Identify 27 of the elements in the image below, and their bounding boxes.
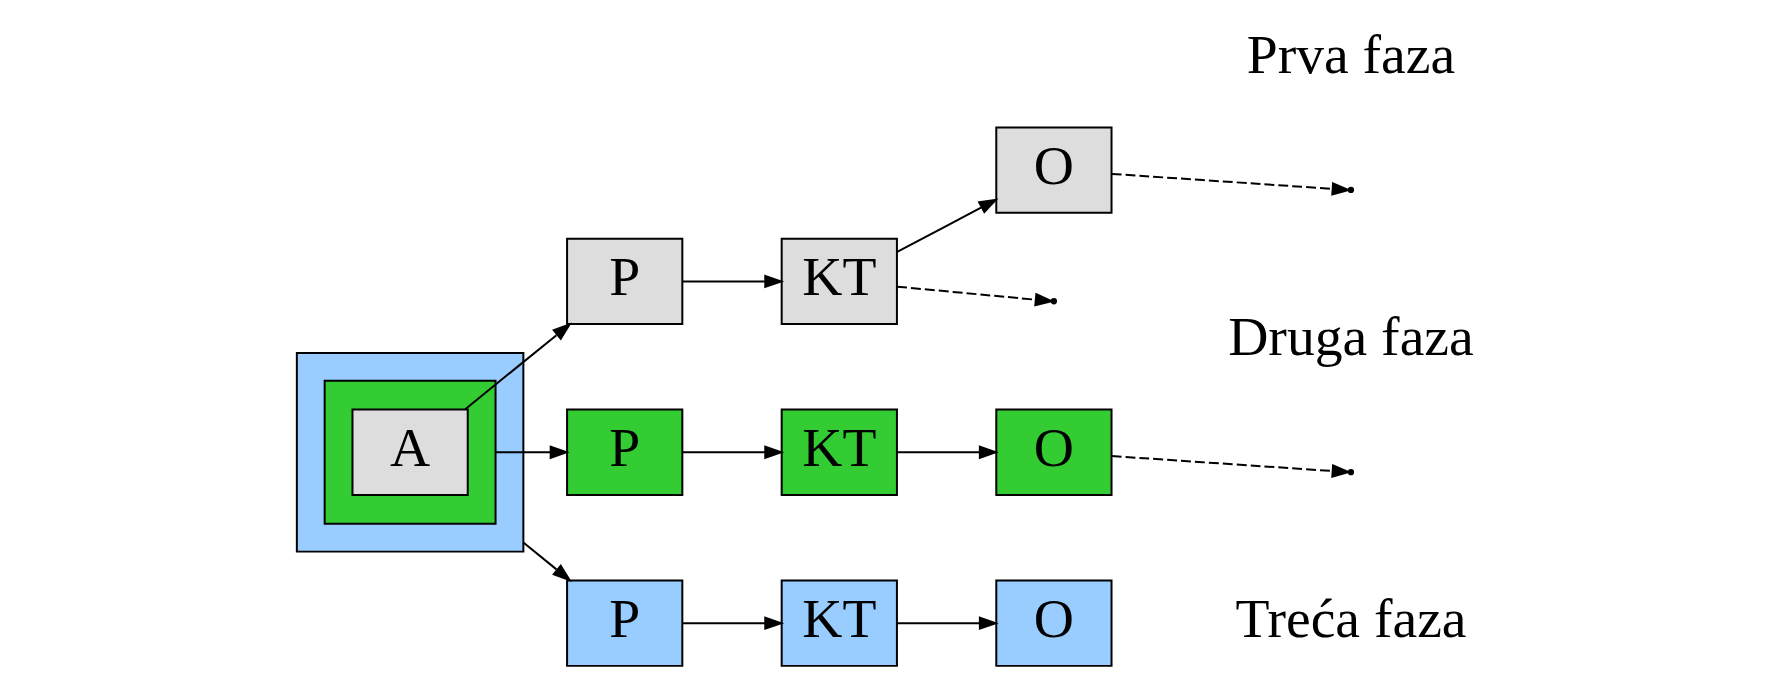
- arrow: [681, 616, 784, 631]
- arrow: [895, 616, 999, 631]
- arrow: [895, 445, 999, 460]
- label: Treća faza: [1234, 586, 1467, 649]
- node-box: KT: [780, 579, 898, 667]
- cluster: [295, 351, 524, 553]
- label: Druga faza: [1227, 304, 1474, 367]
- arrow: [895, 198, 998, 253]
- arrow: [521, 541, 572, 582]
- arrow: [463, 322, 572, 411]
- node-box: P: [565, 237, 683, 326]
- cluster: [323, 379, 497, 525]
- node-box: O: [994, 408, 1113, 496]
- node-box: P: [565, 408, 683, 496]
- node-box: O: [994, 579, 1113, 667]
- arrow: [1110, 455, 1352, 478]
- arrow: [494, 445, 570, 460]
- arrow: [895, 285, 1055, 307]
- node-box: A: [351, 408, 469, 496]
- label: Prva faza: [1246, 22, 1455, 85]
- node-box: P: [565, 579, 683, 667]
- arrow: [681, 274, 784, 289]
- arrow: [1110, 172, 1352, 196]
- node-box: KT: [780, 237, 898, 326]
- arrow: [681, 445, 784, 460]
- node-box: O: [994, 126, 1113, 214]
- node-box: KT: [780, 408, 898, 496]
